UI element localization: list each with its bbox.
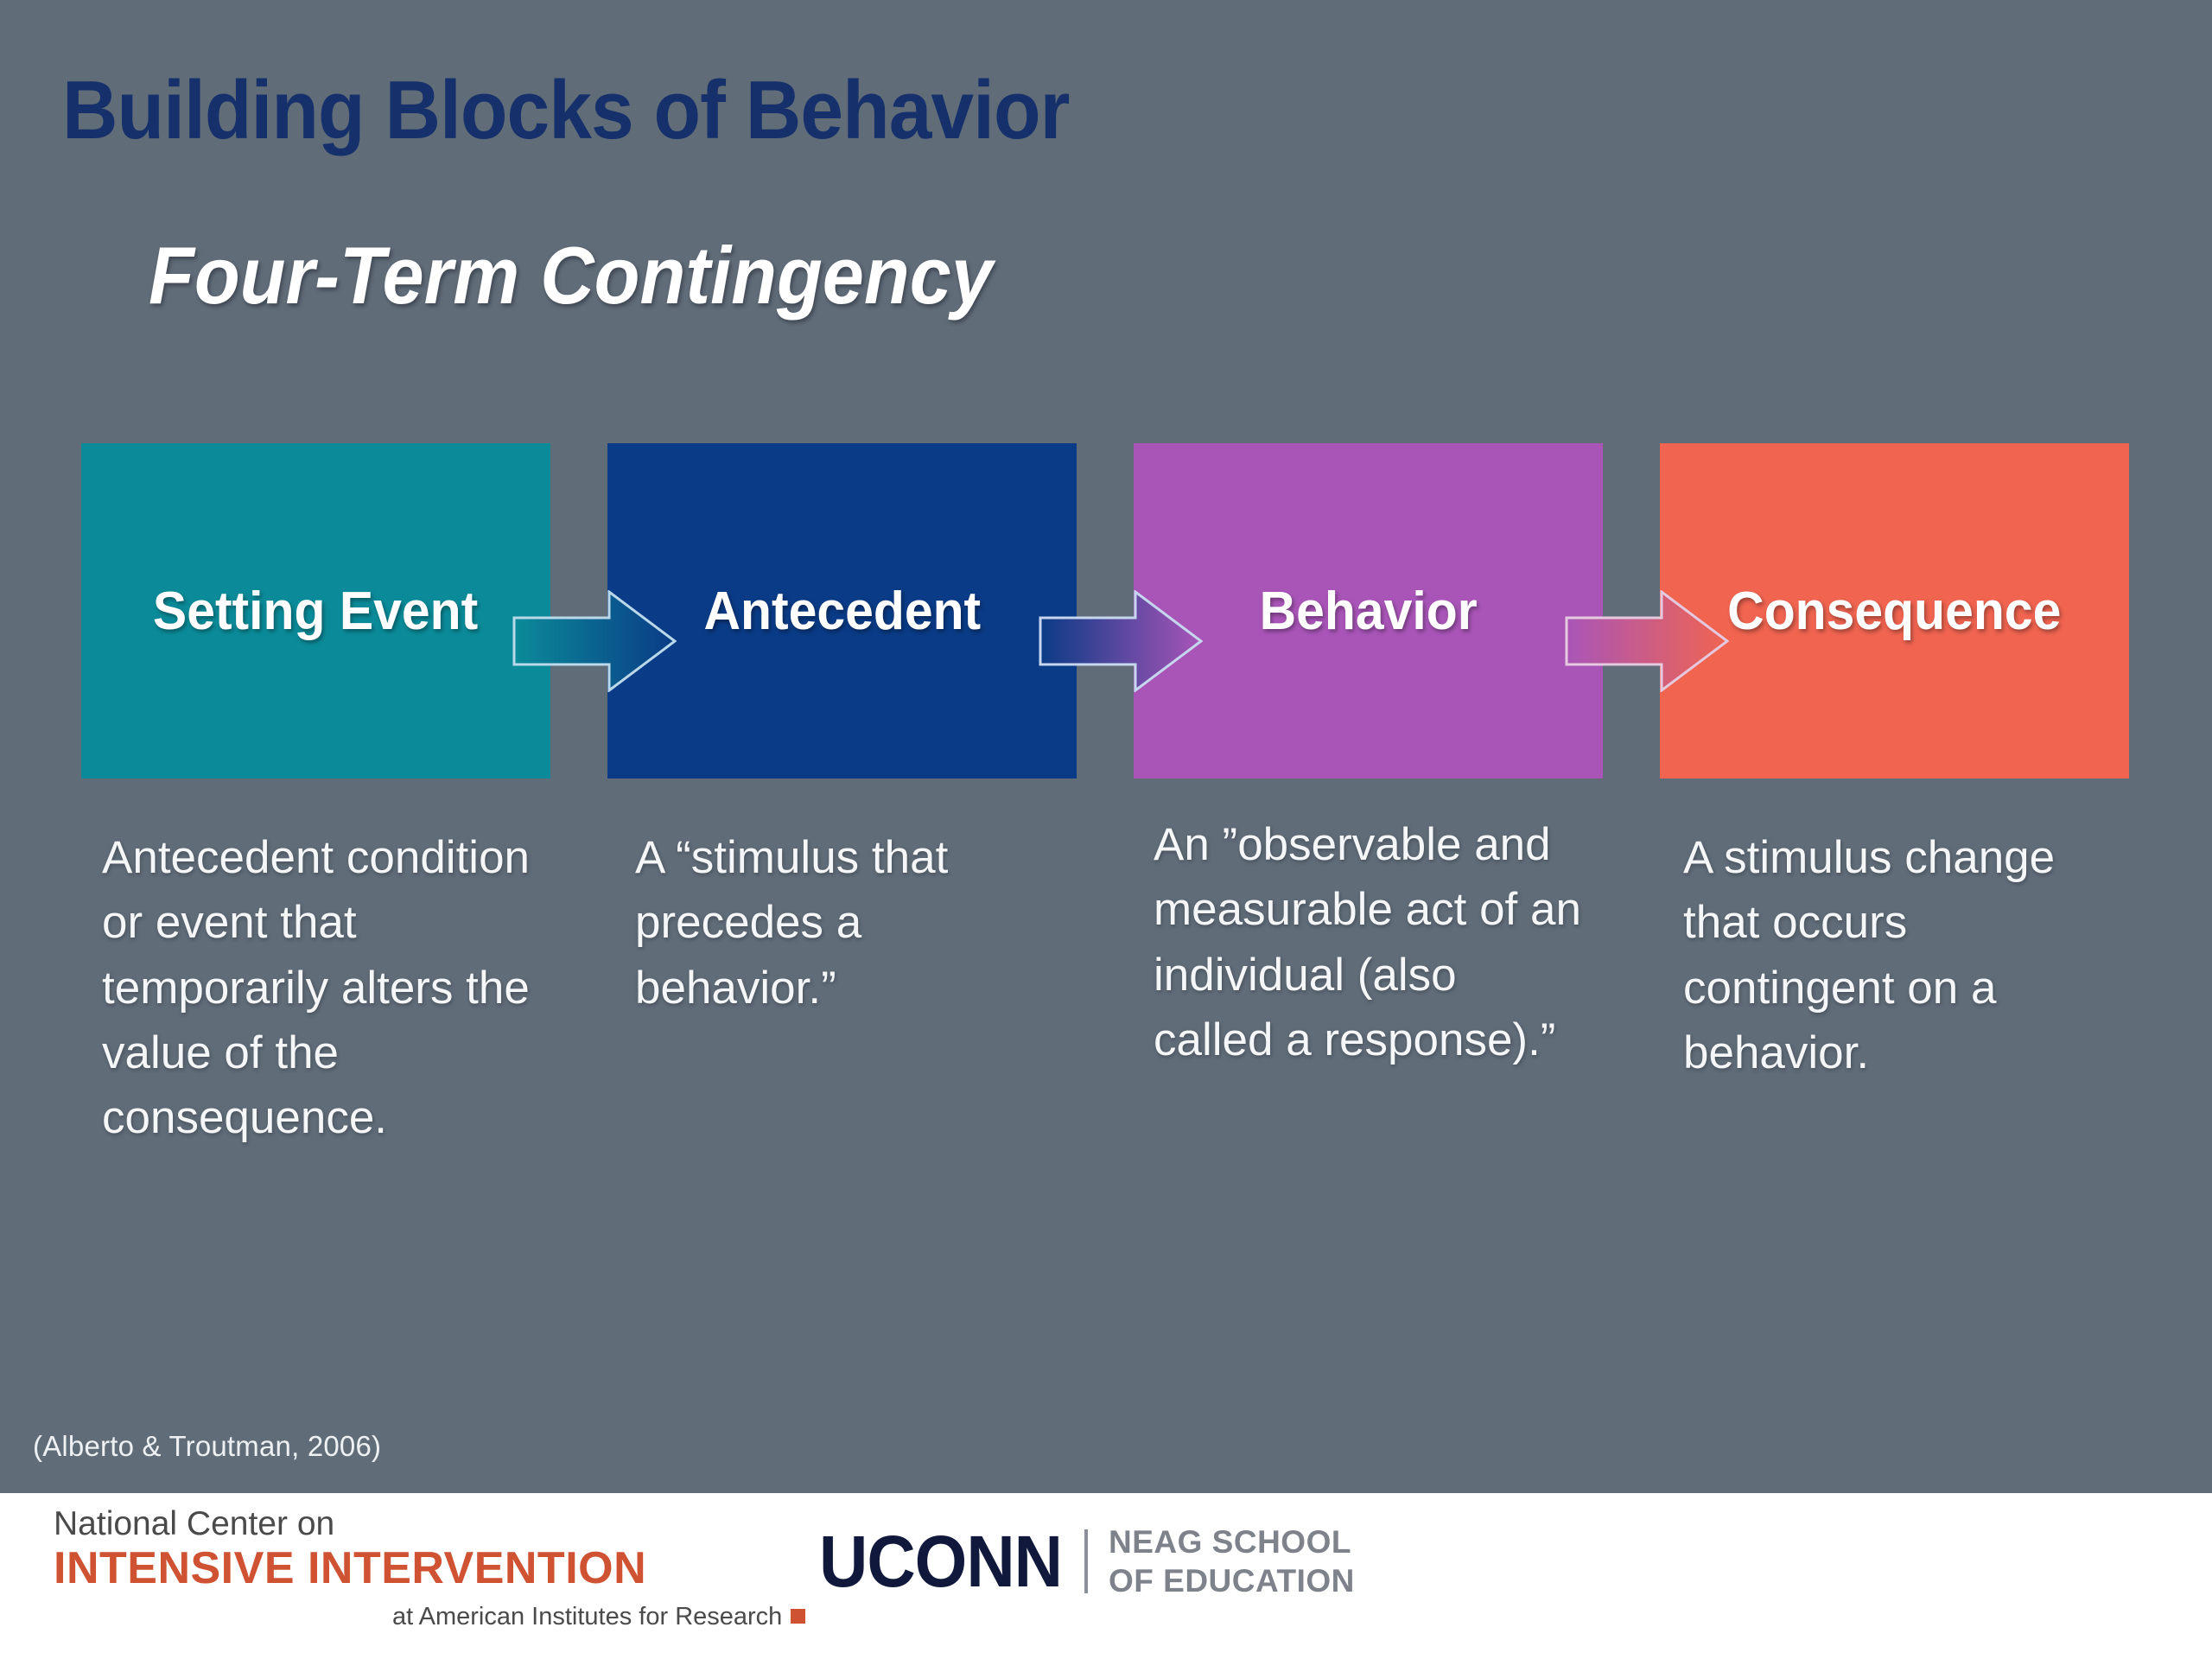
slide-footer: National Center on INTENSIVE INTERVENTIO… — [0, 1493, 2212, 1659]
ncii-logo-line2: INTENSIVE INTERVENTION — [54, 1543, 647, 1593]
flow-block-setting-event: Setting Event — [81, 443, 550, 779]
description-setting-event: Antecedent condition or event that tempo… — [102, 832, 531, 1143]
ncii-logo-line3-text: at American Institutes for Research — [392, 1603, 783, 1630]
description-consequence: A stimulus change that occurs contingent… — [1683, 832, 2056, 1078]
uconn-wordmark: UCONN — [819, 1520, 1063, 1603]
citation-text: (Alberto & Troutman, 2006) — [33, 1430, 382, 1462]
description-antecedent: A “stimulus that precedes a behavior.” — [635, 832, 949, 1014]
uconn-logo: UCONN NEAG SCHOOL OF EDUCATION — [819, 1522, 1355, 1600]
four-term-contingency-flow: Setting Event Antecedent Behavior Conseq… — [0, 443, 2212, 779]
flow-block-label-consequence: Consequence — [1727, 581, 2062, 641]
uconn-subtitle-line2: OF EDUCATION — [1109, 1563, 1355, 1599]
flow-block-antecedent: Antecedent — [607, 443, 1077, 779]
page-title: Building Blocks of Behavior — [62, 64, 1070, 156]
description-behavior: An ”observable and measurable act of an … — [1154, 819, 1581, 1065]
uconn-subtitle: NEAG SCHOOL OF EDUCATION — [1109, 1522, 1355, 1600]
flow-block-label-antecedent: Antecedent — [703, 581, 981, 641]
uconn-divider — [1084, 1529, 1088, 1594]
uconn-subtitle-line1: NEAG SCHOOL — [1109, 1524, 1351, 1560]
ncii-logo-line1: National Center on — [54, 1505, 335, 1542]
page-subtitle: Four-Term Contingency — [149, 230, 993, 321]
ncii-logo: National Center on INTENSIVE INTERVENTIO… — [54, 1505, 806, 1630]
flow-block-label-setting-event: Setting Event — [153, 581, 479, 641]
ncii-logo-line3: at American Institutes for Research — [392, 1603, 806, 1630]
flow-block-label-behavior: Behavior — [1259, 581, 1478, 641]
flow-block-consequence: Consequence — [1660, 443, 2129, 779]
ncii-square-icon — [791, 1609, 806, 1624]
flow-block-behavior: Behavior — [1134, 443, 1603, 779]
